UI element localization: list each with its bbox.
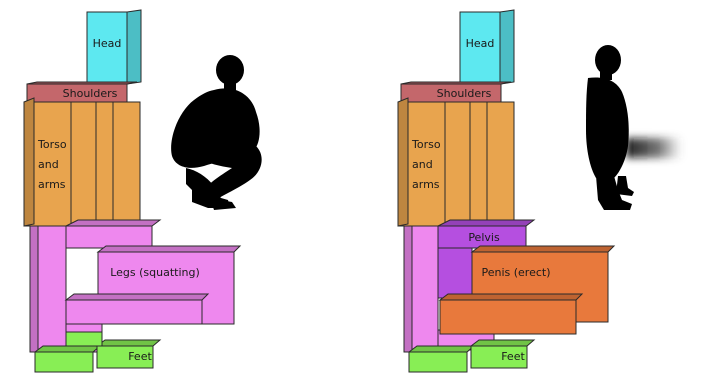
left-legs-block <box>29 219 242 353</box>
left-shoulders-block <box>26 81 138 103</box>
left-feet-block <box>33 331 162 373</box>
right-feet-block <box>407 339 536 373</box>
right-torso-label-3: arms <box>412 178 440 191</box>
left-feet-label: Feet <box>128 350 152 363</box>
right-penis-block <box>438 245 616 335</box>
right-head-block <box>459 9 515 85</box>
right-torso-label-2: and <box>412 158 433 171</box>
squatting-man-silhouette <box>171 55 262 210</box>
left-torso-label-2: and <box>38 158 59 171</box>
right-shoulders-block <box>400 81 512 103</box>
left-shoulders-label: Shoulders <box>63 87 118 100</box>
right-head-label: Head <box>466 37 495 50</box>
right-pelvis-label: Pelvis <box>468 231 500 244</box>
left-torso-label-3: arms <box>38 178 66 191</box>
left-head-label: Head <box>93 37 122 50</box>
right-feet-label: Feet <box>501 350 525 363</box>
left-legs-label: Legs (squatting) <box>110 266 200 279</box>
right-torso-block <box>397 97 515 227</box>
right-pelvis-block <box>437 219 536 299</box>
left-torso-block <box>23 97 141 227</box>
standing-man-silhouette <box>586 45 682 210</box>
right-torso-label-1: Torso <box>411 138 441 151</box>
right-legs-block <box>403 225 495 353</box>
right-penis-label: Penis (erect) <box>481 266 550 279</box>
right-block-figure <box>397 9 616 373</box>
right-shoulders-label: Shoulders <box>437 87 492 100</box>
left-torso-label-1: Torso <box>37 138 67 151</box>
left-head-block <box>86 9 142 85</box>
left-block-figure <box>23 9 242 373</box>
